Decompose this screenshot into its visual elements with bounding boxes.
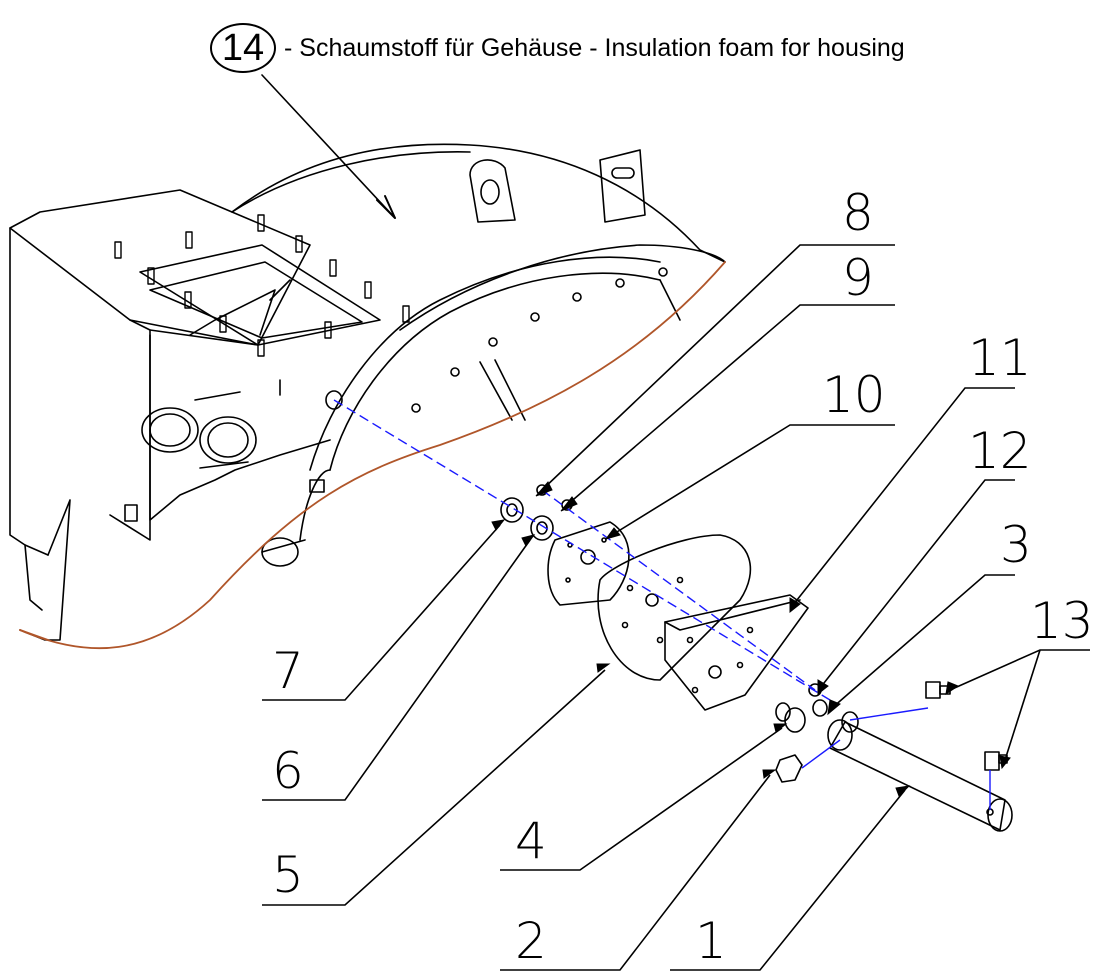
seal-washer-6 <box>530 515 554 541</box>
leader-13b <box>1004 649 1041 761</box>
mounting-plate-11 <box>664 594 809 711</box>
leader-10 <box>611 424 895 536</box>
leader-12 <box>819 479 1015 689</box>
assembly-axes <box>333 399 991 810</box>
callout-3: 3 <box>1000 516 1032 574</box>
leader-8 <box>541 244 895 491</box>
leader-4 <box>500 727 783 871</box>
callout-11: 11 <box>968 329 1032 387</box>
leader-6 <box>262 539 531 801</box>
leader-13a <box>949 649 1090 691</box>
housing-body <box>9 189 381 641</box>
leader-3 <box>831 574 1015 709</box>
leader-lines <box>262 244 1090 971</box>
arrowheads <box>491 481 1011 797</box>
item-number-badge: 14 <box>210 23 276 73</box>
callout-5: 5 <box>272 846 304 904</box>
leader-9 <box>566 304 895 506</box>
leader-14 <box>261 74 396 219</box>
insulation-foam-edge <box>19 261 726 650</box>
callout-8: 8 <box>842 184 874 242</box>
callout-labels: 8 9 10 11 12 3 13 7 6 5 4 2 1 <box>272 184 1094 970</box>
leader-1 <box>670 789 906 971</box>
nut-2 <box>775 754 803 783</box>
cylinder-1 <box>827 711 1013 832</box>
leader-2 <box>500 774 771 971</box>
drawing-title: 14 - Schaumstoff für Gehäuse - Insulatio… <box>210 18 905 78</box>
nut-3 <box>812 699 828 717</box>
gasket-plate-5 <box>597 534 752 681</box>
leader-11 <box>792 387 1015 606</box>
callout-12: 12 <box>968 422 1032 480</box>
title-caption: - Schaumstoff für Gehäuse - Insulation f… <box>284 33 905 62</box>
callout-6: 6 <box>272 742 304 800</box>
drum-shell <box>231 143 726 541</box>
callout-4: 4 <box>515 812 547 870</box>
leader-5 <box>262 669 606 906</box>
callout-10: 10 <box>822 366 886 424</box>
callout-7: 7 <box>272 642 304 700</box>
housing-pins <box>114 214 410 357</box>
leader-7 <box>262 524 501 701</box>
bushing-4 <box>775 702 806 733</box>
callout-9: 9 <box>842 249 874 307</box>
callout-13: 13 <box>1030 592 1094 650</box>
callout-1: 1 <box>695 912 727 970</box>
seal-washer-7 <box>500 497 524 523</box>
callout-2: 2 <box>515 912 547 970</box>
